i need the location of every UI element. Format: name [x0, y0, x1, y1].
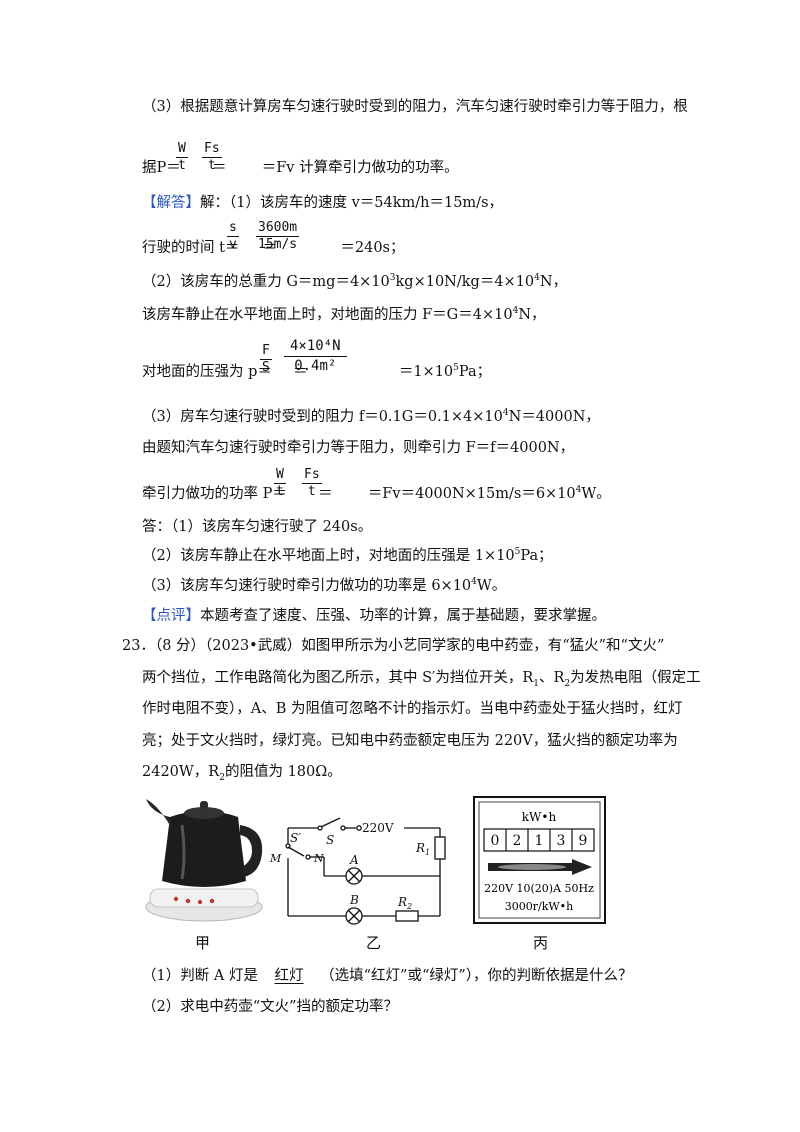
meter-digit: 3: [557, 833, 566, 849]
meter-digit: 9: [579, 833, 588, 849]
answer-summary-3: （3）该房车匀速行驶时牵引力做功的功率是 6×104W。: [142, 577, 507, 594]
r1-label: R1: [415, 841, 430, 857]
lamp-b-label: B: [349, 893, 359, 907]
pressure-force-line: 该房车静止在水平地面上时，对地面的压力 F＝G＝4×104N，: [142, 306, 546, 323]
question-23-line-2: 两个挡位，工作电路简化为图乙所示，其中 S′为挡位开关，R1、R2为发热电阻（假…: [142, 670, 701, 689]
traction-line: 由题知汽车匀速行驶时牵引力等于阻力，则牵引力 F＝f＝4000N，: [142, 440, 575, 456]
node-m-label: M: [269, 852, 282, 865]
r2-label: R2: [397, 895, 412, 911]
gravity-line: （2）该房车的总重力 G＝mg＝4×103kg×10N/kg＝4×104N，: [142, 273, 568, 290]
node-n-label: N: [313, 852, 324, 865]
voltage-label: 220V: [362, 821, 394, 835]
comment-tag: 【点评】: [142, 608, 200, 624]
caption-jia: 甲: [195, 934, 211, 952]
kettle-image: [145, 799, 263, 922]
time-line: 行驶的时间 t＝ ＝ ＝240s；: [142, 240, 405, 256]
power-line: 牵引力做功的功率 P＝ ＝ ＝Fv＝4000N×15m/s＝6×104W。: [142, 485, 611, 502]
answer-tag: 【解答】: [142, 195, 200, 211]
meter-constant: 3000r/kW•h: [505, 900, 574, 913]
meter-digit: 2: [513, 833, 522, 849]
circuit-diagram: 220V S S′ M N A B R1 R2: [269, 817, 446, 925]
caption-bing: 丙: [533, 934, 549, 952]
answer-summary-2: （2）该房车静止在水平地面上时，对地面的压强是 1×105Pa；: [142, 547, 553, 564]
selector-label: S′: [290, 831, 301, 845]
sub-question-2: （2）求电中药壶“文火”挡的额定功率？: [142, 999, 399, 1015]
sub-question-1: （1）判断 A 灯是 红灯 （选填“红灯”或“绿灯”），你的判断依据是什么？: [142, 968, 633, 984]
question-23-line-5: 2420W，R2的阻值为 180Ω。: [142, 764, 342, 783]
solution-step3-hint: （3）根据题意计算房车匀速行驶时受到的阻力，汽车匀速行驶时牵引力等于阻力，根: [142, 99, 688, 115]
question-23-line-1: 23．（8 分）（2023•武威）如图甲所示为小艺同学家的电中药壶，有“猛火”和…: [122, 638, 665, 654]
friction-line: （3）房车匀速行驶时受到的阻力 f＝0.1G＝0.1×4×104N＝4000N，: [142, 408, 600, 425]
meter-digit: 0: [491, 833, 500, 849]
meter-rating: 220V 10(20)A 50Hz: [484, 882, 594, 895]
power-formula-line: 据P＝ ＝ ＝Fv 计算牵引力做功的功率。: [142, 160, 459, 176]
answer-line-1: 【解答】解：（1）该房车的速度 v＝54km/h＝15m/s，: [142, 195, 504, 211]
switch-s-label: S: [326, 833, 334, 847]
question-23-line-3: 作时电阻不变），A、B 为阻值可忽略不计的指示灯。当电中药壶处于猛火挡时，红灯: [142, 701, 683, 717]
meter-digit: 1: [535, 833, 544, 849]
question-23-line-4: 亮；处于文火挡时，绿灯亮。已知电中药壶额定电压为 220V，猛火挡的额定功率为: [142, 733, 678, 749]
lamp-a-label: A: [349, 853, 359, 867]
comment-line: 【点评】本题考查了速度、压强、功率的计算，属于基础题，要求掌握。: [142, 608, 606, 624]
answer-summary-1: 答：（1）该房车匀速行驶了 240s。: [142, 519, 373, 535]
pressure-line: 对地面的压强为 p＝ ＝ ＝1×105Pa；: [142, 363, 492, 380]
answer-blank: 红灯: [274, 968, 304, 984]
meter-unit: kW•h: [522, 810, 557, 824]
caption-yi: 乙: [366, 934, 382, 952]
